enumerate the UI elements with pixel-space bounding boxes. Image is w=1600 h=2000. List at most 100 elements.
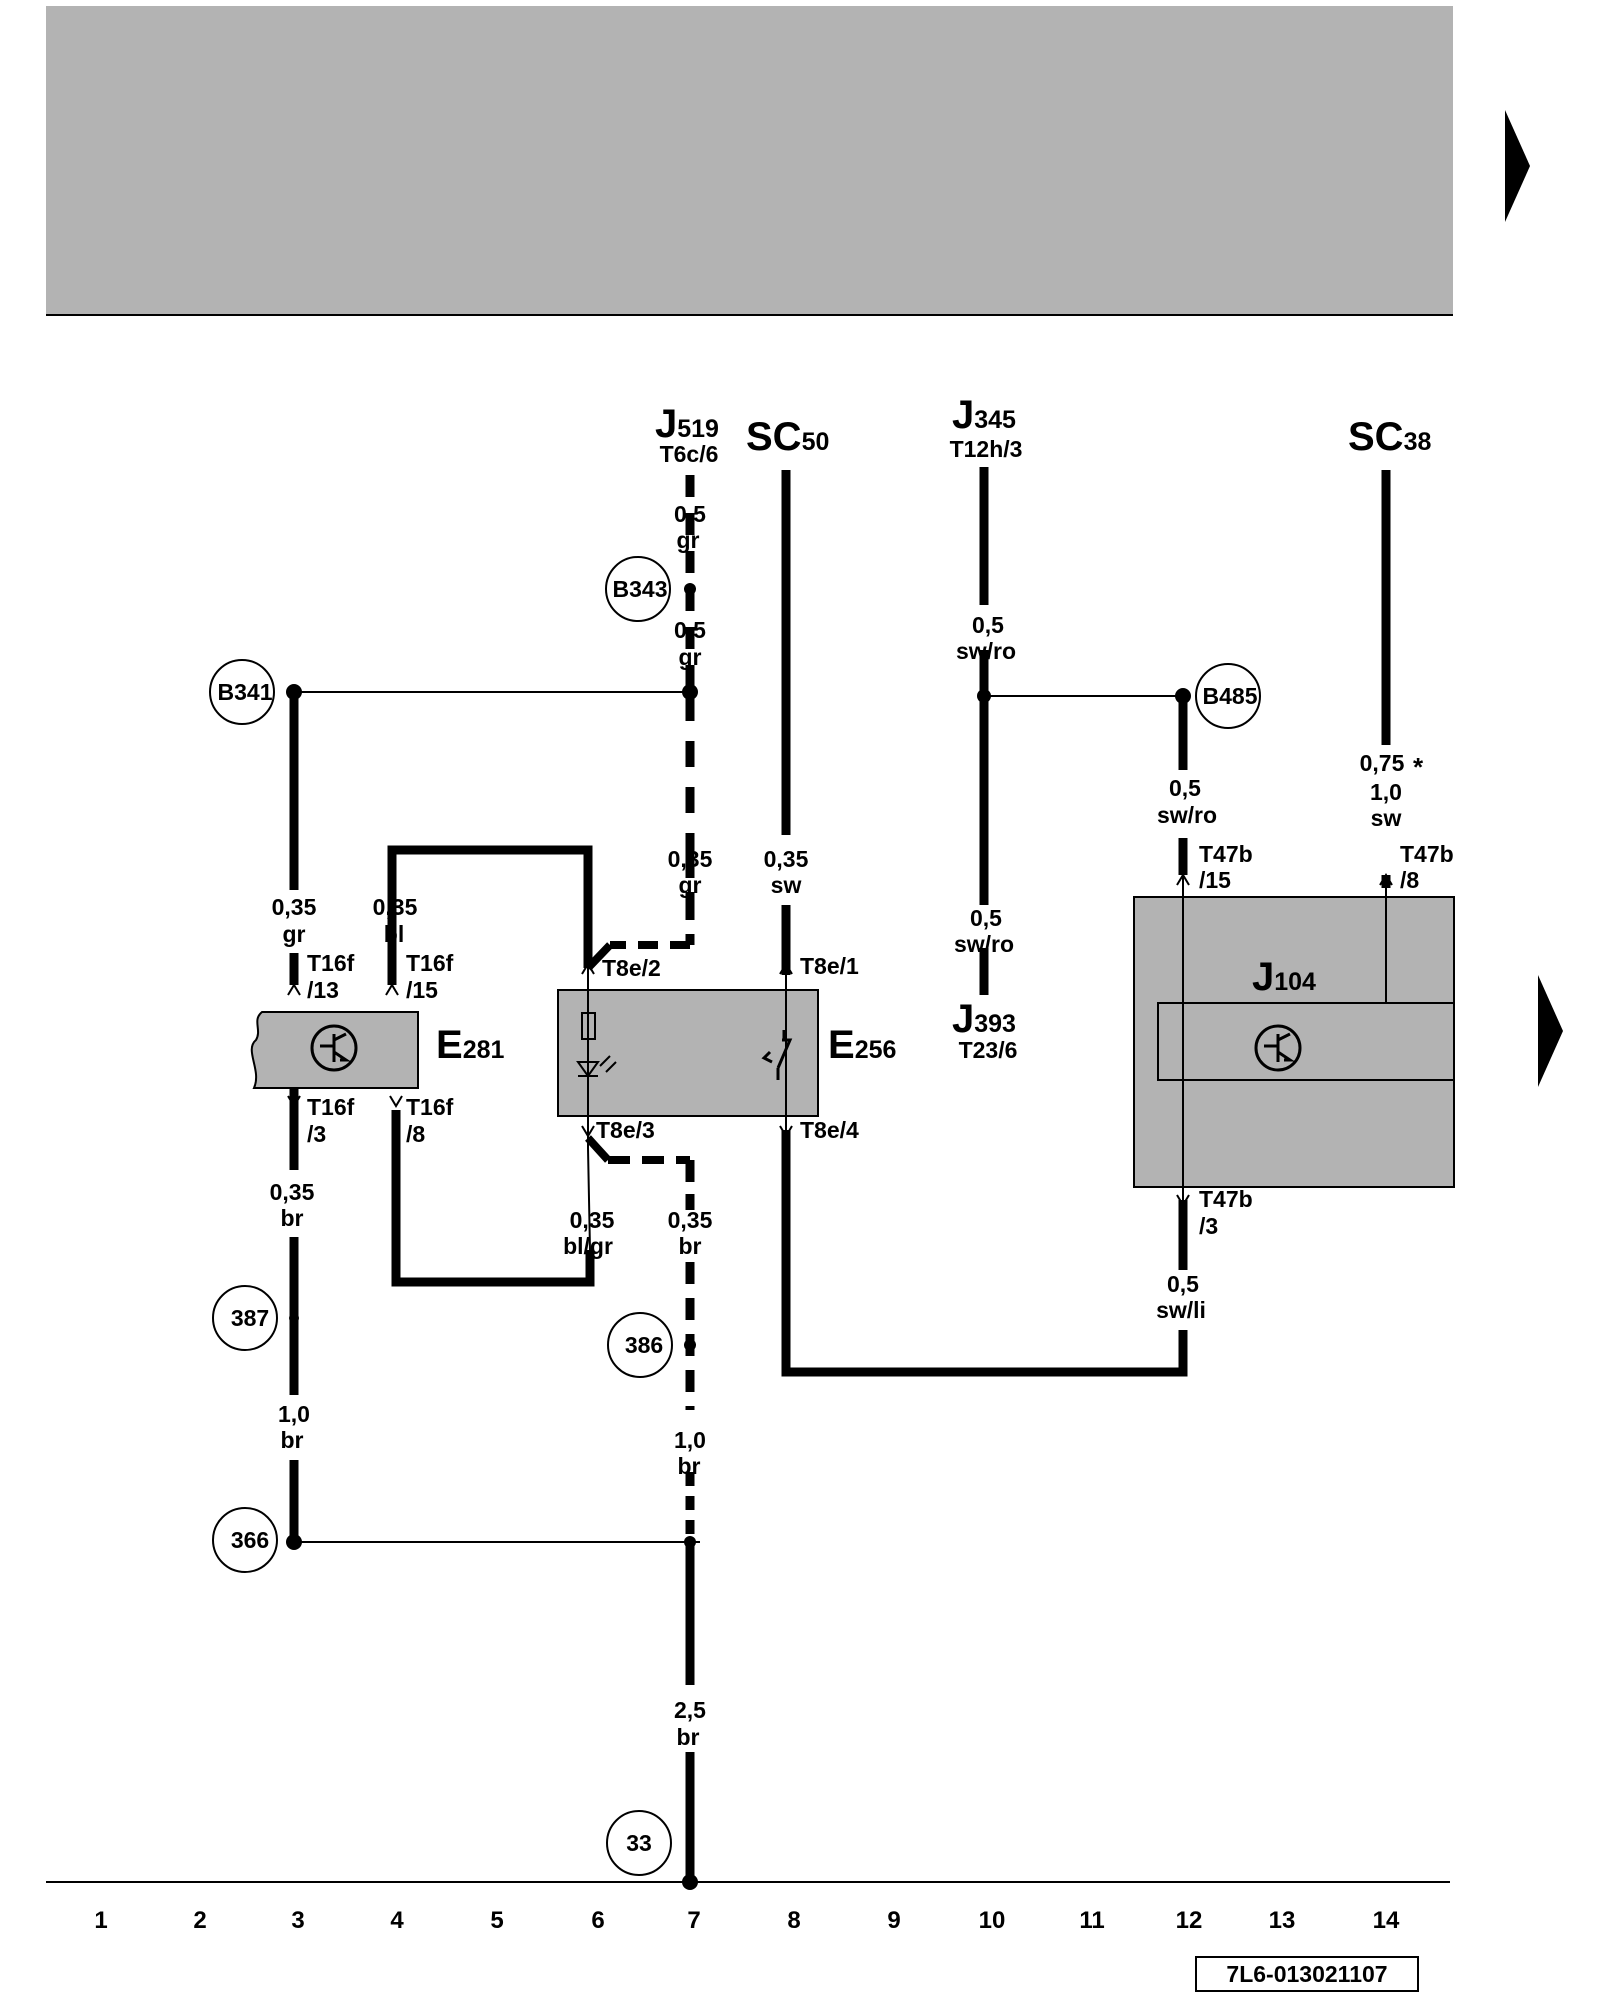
- svg-text:gr: gr: [677, 527, 700, 553]
- node-b343: B343: [605, 556, 671, 622]
- wires: [289, 467, 1391, 1882]
- svg-text:br: br: [679, 1233, 702, 1259]
- column-number: 8: [787, 1907, 800, 1934]
- column-number: 7: [687, 1907, 700, 1934]
- svg-text:SC50: SC50: [746, 415, 829, 459]
- svg-text:T12h/3: T12h/3: [950, 436, 1023, 462]
- node-b341: B341: [209, 659, 275, 725]
- column-number: 1: [94, 1907, 107, 1934]
- j104-inner-box: [1157, 1002, 1455, 1081]
- header-band: [46, 6, 1453, 315]
- svg-text:0,5: 0,5: [674, 501, 706, 527]
- unit-e281: E281: [436, 1023, 504, 1067]
- column-number: 13: [1269, 1907, 1296, 1934]
- svg-text:gr: gr: [679, 872, 702, 898]
- svg-text:0,35: 0,35: [668, 846, 713, 872]
- unit-sc50: SC50: [746, 415, 829, 459]
- svg-text:/3: /3: [307, 1121, 326, 1147]
- svg-text:0,35: 0,35: [668, 1207, 713, 1233]
- column-number: 11: [1079, 1907, 1104, 1934]
- svg-text:/15: /15: [1199, 867, 1231, 893]
- svg-text:T16f: T16f: [307, 950, 355, 976]
- svg-text:0,35: 0,35: [764, 846, 809, 872]
- svg-text:T8e/4: T8e/4: [800, 1117, 859, 1143]
- svg-text:0,5: 0,5: [972, 612, 1004, 638]
- unit-j345: J345 T12h/3: [950, 393, 1023, 462]
- svg-text:br: br: [677, 1724, 700, 1750]
- svg-text:0,75: 0,75: [1360, 750, 1405, 776]
- svg-text:sw: sw: [1371, 805, 1402, 831]
- pin-arrows: [287, 873, 1393, 1207]
- svg-text:/15: /15: [406, 977, 438, 1003]
- continue-arrow-icon[interactable]: [1538, 975, 1563, 1087]
- svg-text:/13: /13: [307, 977, 339, 1003]
- svg-text:J104: J104: [1252, 955, 1316, 999]
- svg-text:0,35: 0,35: [272, 894, 317, 920]
- svg-text:T8e/3: T8e/3: [596, 1117, 655, 1143]
- column-numbers: 1 2 3 4 5 6 7 8 9 10 11 12 13 14: [94, 1907, 1400, 1934]
- svg-text:gr: gr: [679, 644, 702, 670]
- svg-text:br: br: [678, 1453, 701, 1479]
- component-e256-box: [557, 989, 819, 1117]
- e281-transistor-icon: [310, 1024, 358, 1072]
- svg-text:0,5: 0,5: [1167, 1271, 1199, 1297]
- svg-text:sw/ro: sw/ro: [1157, 802, 1217, 828]
- unit-e256: E256: [828, 1023, 896, 1067]
- svg-text:T8e/2: T8e/2: [602, 955, 661, 981]
- svg-text:J393: J393: [952, 997, 1016, 1041]
- svg-text:B343: B343: [613, 576, 668, 602]
- svg-text:/8: /8: [406, 1121, 425, 1147]
- svg-text:0,5: 0,5: [674, 617, 706, 643]
- svg-text:0,35: 0,35: [270, 1179, 315, 1205]
- svg-text:T47b: T47b: [1199, 841, 1253, 867]
- svg-text:sw: sw: [771, 872, 802, 898]
- column-number: 3: [291, 1907, 304, 1934]
- svg-text:1,0: 1,0: [278, 1401, 310, 1427]
- svg-text:7L6-013021107: 7L6-013021107: [1226, 1961, 1387, 1987]
- column-number: 6: [591, 1907, 604, 1934]
- svg-text:0,35: 0,35: [570, 1207, 615, 1233]
- document-code: 7L6-013021107: [1195, 1956, 1419, 1992]
- svg-text:386: 386: [625, 1332, 663, 1358]
- svg-text:E281: E281: [436, 1023, 504, 1067]
- node-366: 366: [212, 1507, 278, 1573]
- column-number: 12: [1176, 1907, 1203, 1934]
- unit-j104: J104: [1252, 955, 1316, 999]
- column-number: 10: [979, 1907, 1006, 1934]
- svg-text:J345: J345: [952, 393, 1016, 437]
- svg-text:2,5: 2,5: [674, 1697, 706, 1723]
- svg-text:sw/ro: sw/ro: [956, 638, 1016, 664]
- svg-text:387: 387: [231, 1305, 269, 1331]
- svg-text:J519: J519: [655, 402, 719, 446]
- node-386: 386: [607, 1312, 673, 1378]
- svg-text:33: 33: [626, 1830, 652, 1856]
- svg-text:0,35: 0,35: [373, 894, 418, 920]
- svg-text:sw/li: sw/li: [1156, 1297, 1206, 1323]
- svg-text:366: 366: [231, 1527, 269, 1553]
- j104-transistor-icon: [1254, 1024, 1302, 1072]
- svg-text:T16f: T16f: [406, 950, 454, 976]
- svg-text:/3: /3: [1199, 1213, 1218, 1239]
- svg-text:SC38: SC38: [1348, 415, 1431, 459]
- svg-text:T47b: T47b: [1199, 1186, 1253, 1212]
- pin-labels: T16f /13 T16f /15 T16f /3 T16f /8 T8e/2 …: [307, 841, 1454, 1239]
- e256-switch-icon: [761, 1030, 793, 1080]
- svg-text:T16f: T16f: [406, 1094, 454, 1120]
- svg-text:T16f: T16f: [307, 1094, 355, 1120]
- svg-text:T6c/6: T6c/6: [660, 441, 719, 467]
- svg-text:sw/ro: sw/ro: [954, 931, 1014, 957]
- junction-dots: [286, 583, 1191, 1890]
- column-number: 9: [887, 1907, 900, 1934]
- svg-text:B485: B485: [1203, 683, 1258, 709]
- unit-j519: J519 T6c/6: [655, 402, 719, 467]
- next-page-arrow-icon[interactable]: [1505, 110, 1530, 222]
- svg-text:br: br: [281, 1427, 304, 1453]
- svg-text:0,5: 0,5: [1169, 775, 1201, 801]
- column-number: 2: [193, 1907, 206, 1934]
- svg-text:bl/gr: bl/gr: [563, 1233, 613, 1259]
- svg-text:gr: gr: [283, 921, 306, 947]
- svg-text:bl: bl: [384, 921, 404, 947]
- unit-sc38: SC38: [1348, 415, 1431, 459]
- e281-transistor-mark: [320, 1032, 351, 1062]
